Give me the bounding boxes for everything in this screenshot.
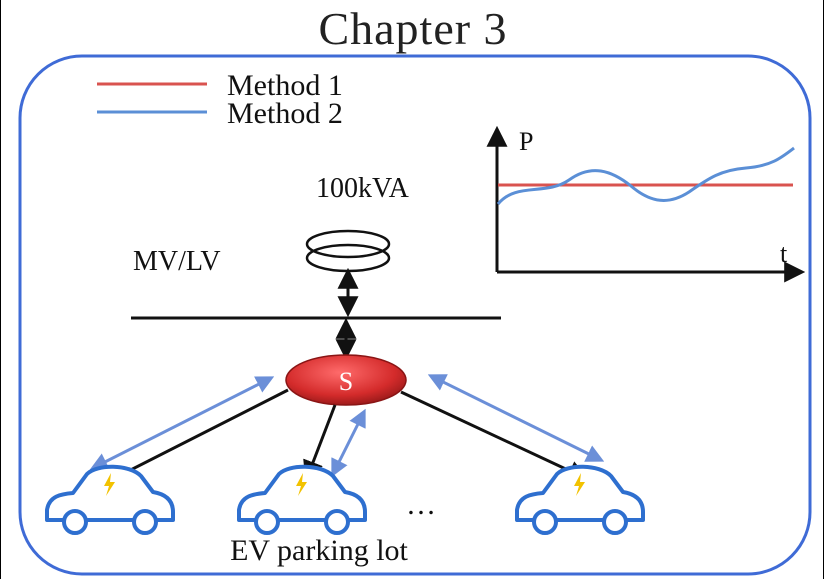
info-link-car-1: [89, 376, 275, 470]
ev-car-icon: [237, 464, 367, 535]
aggregator-hub: [285, 354, 407, 406]
hub-label: S: [339, 367, 353, 396]
legend-label-method-1: Method 1: [227, 69, 343, 102]
plot-level-label: 100kVA: [316, 173, 410, 204]
plot-x-axis-label: t: [780, 239, 788, 268]
power-link-car-3: [400, 390, 589, 481]
info-link-car-3: [427, 374, 605, 462]
chapter-title: Chapter 3: [318, 3, 508, 54]
plot-y-axis-label: P: [519, 127, 533, 156]
transformer-icon: [305, 229, 391, 273]
diagram-frame: [18, 54, 812, 576]
method-2-curve: [496, 146, 795, 206]
transformer-label: MV/LV: [133, 246, 221, 277]
info-link-car-2: [331, 408, 366, 478]
ellipsis: …: [406, 488, 436, 521]
ev-car-icon: [515, 464, 645, 535]
ev-car-icon: [45, 464, 175, 535]
parking-lot-label: EV parking lot: [230, 534, 408, 567]
legend-label-method-2: Method 2: [227, 97, 343, 130]
